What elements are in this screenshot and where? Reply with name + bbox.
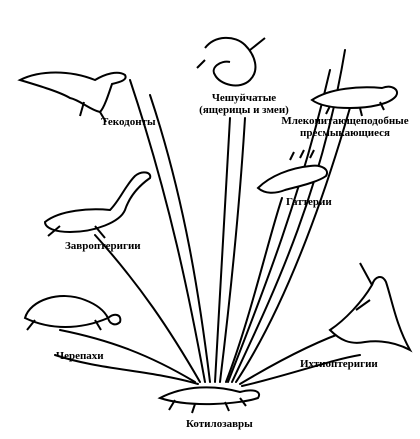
label-squamates-line2: (ящерицы и змеи) [199,104,289,116]
branch-thecodonts [129,79,206,383]
thecodont-icon [17,71,127,123]
branch-synapsids [227,69,331,383]
cotylosaur-icon [157,386,260,414]
branch-squamates-2 [219,117,246,383]
label-turtles: Черепахи [56,350,104,362]
tuatara-icon [256,149,328,194]
label-synapsids-line2: пресмыкающиеся [300,127,390,139]
branch-turtles [59,329,196,383]
branch-ichthyopterygians-2 [241,354,361,387]
branch-squamates [214,117,231,383]
branch-turtles-2 [54,354,199,385]
label-squamates-line1: Чешуйчатые [211,92,277,104]
branch-thecodonts-2 [149,94,211,383]
synapsid-icon [310,85,398,117]
label-sauropterygians: Завроптеригии [65,240,141,252]
label-ichthyopterygians: Ихтиоптеригии [300,358,378,370]
squamate-icon [196,36,266,87]
branch-tuatara [225,197,283,383]
label-synapsids: Млекопитающеподобные пресмыкающиеся [275,115,415,139]
label-cotylosaurs: Котилозавры [186,418,253,430]
sauropterygian-icon [43,171,152,239]
branch-synapsids-3 [235,89,356,383]
label-thecodonts: Текодонты [101,116,156,128]
ichthyopterygian-icon [328,262,413,353]
turtle-icon [23,295,122,331]
label-squamates: Чешуйчатые (ящерицы и змеи) [188,92,300,116]
label-synapsids-line1: Млекопитающеподобные [281,115,409,127]
branch-ichthyopterygians [239,329,351,385]
branch-sauropterygians [94,234,201,383]
label-tuatara: Гаттерии [286,196,332,208]
